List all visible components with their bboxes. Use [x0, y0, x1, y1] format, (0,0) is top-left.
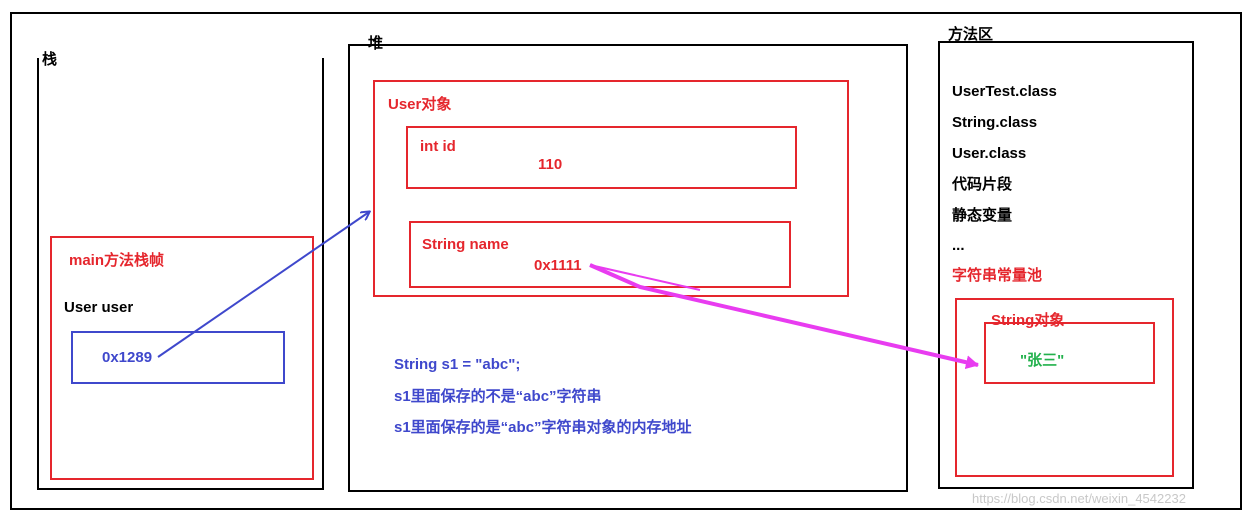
- note-line-1: String s1 = "abc";: [394, 356, 521, 373]
- user-object-label: User对象: [388, 96, 452, 113]
- heap-to-string-arrow-thin: [589, 264, 701, 291]
- user-object-box: [373, 80, 849, 297]
- method-area-item-3: 代码片段: [952, 176, 1013, 193]
- watermark: https://blog.csdn.net/weixin_4542232: [972, 491, 1186, 506]
- note-line-2: s1里面保存的不是“abc”字符串: [394, 388, 602, 405]
- main-stack-frame: [50, 236, 314, 480]
- stack-title: 栈: [42, 51, 58, 68]
- field-name-name: String name: [422, 236, 509, 253]
- user-variable-label: User user: [64, 299, 134, 316]
- heap-region: [348, 44, 908, 492]
- field-id-name: int id: [420, 138, 456, 155]
- field-id-box: [406, 126, 797, 189]
- string-value: "张三": [1020, 352, 1065, 369]
- user-reference-box: [71, 331, 285, 384]
- field-id-value: 110: [538, 156, 563, 173]
- field-name-box: [409, 221, 791, 288]
- outer-frame: [10, 12, 1242, 510]
- method-area-item-5: ...: [952, 237, 965, 254]
- user-reference-value: 0x1289: [102, 349, 153, 366]
- method-area-region: [938, 41, 1194, 489]
- string-object-box: [984, 322, 1155, 384]
- field-name-value: 0x1111: [534, 257, 582, 274]
- string-pool-label: 字符串常量池: [952, 267, 1043, 284]
- stack-region: [37, 58, 324, 490]
- stack-to-heap-arrow: [157, 212, 369, 358]
- string-object-label: String对象: [991, 312, 1065, 329]
- heap-title: 堆: [368, 35, 384, 52]
- method-area-item-4: 静态变量: [952, 207, 1013, 224]
- heap-to-string-arrow: [589, 263, 979, 370]
- method-area-item-1: String.class: [952, 114, 1038, 131]
- note-line-3: s1里面保存的是“abc”字符串对象的内存地址: [394, 419, 692, 436]
- method-area-item-2: User.class: [952, 145, 1027, 162]
- string-pool-box: [955, 298, 1174, 477]
- method-area-title: 方法区: [948, 26, 994, 43]
- method-area-item-0: UserTest.class: [952, 83, 1057, 100]
- main-stack-frame-label: main方法栈帧: [69, 252, 165, 269]
